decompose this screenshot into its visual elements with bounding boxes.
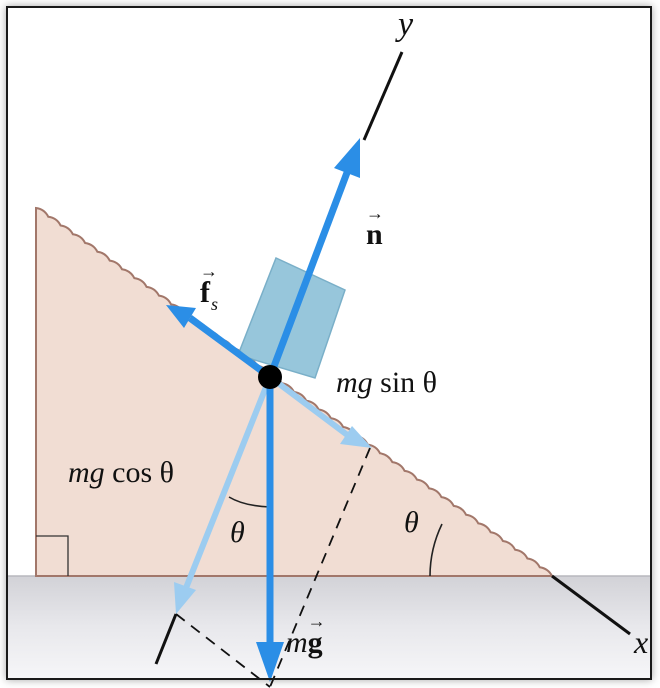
dashed-line-cos — [175, 613, 271, 688]
y-axis-upper — [362, 51, 404, 141]
vector-arrow-g: → — [307, 611, 326, 631]
friction-arrow — [166, 305, 273, 380]
right-angle-marker — [36, 535, 69, 576]
weight-arrow — [256, 377, 284, 682]
normal-force-arrow — [266, 138, 360, 379]
center-of-mass-dot — [258, 365, 282, 389]
mg-cos-arrow — [174, 375, 273, 614]
theta-force-label: θ — [230, 516, 245, 549]
mg-sin-arrow — [268, 374, 372, 448]
vector-arrow-n: → — [366, 203, 384, 223]
force-angle-arc — [228, 496, 271, 508]
weight-label: m→g — [286, 612, 326, 659]
y-axis-lower — [154, 613, 178, 665]
weight-m: m — [286, 626, 308, 659]
friction-subscript: s — [211, 294, 219, 314]
x-axis-line — [551, 574, 631, 636]
mg-sin-label: mg sin θ — [336, 368, 437, 398]
mg-cos-mg: mg — [68, 456, 105, 489]
weight-g: g — [307, 626, 323, 659]
mg-cos-label: mg cos θ — [68, 458, 174, 488]
normal-force-symbol: n — [366, 218, 383, 251]
dashed-line-sin — [269, 447, 371, 688]
y-axis-label: y — [398, 6, 414, 43]
ground — [8, 576, 650, 678]
x-axis-label: x — [634, 624, 649, 660]
theta-incline-label: θ — [404, 506, 419, 539]
mg-sin-rest: sin θ — [380, 366, 438, 399]
normal-force-label: →n — [366, 204, 384, 251]
mg-cos-rest: cos θ — [112, 456, 175, 489]
mg-sin-mg: mg — [336, 366, 373, 399]
friction-symbol: f — [200, 276, 210, 309]
incline-angle-arc — [429, 523, 443, 577]
frame-border — [6, 6, 652, 680]
